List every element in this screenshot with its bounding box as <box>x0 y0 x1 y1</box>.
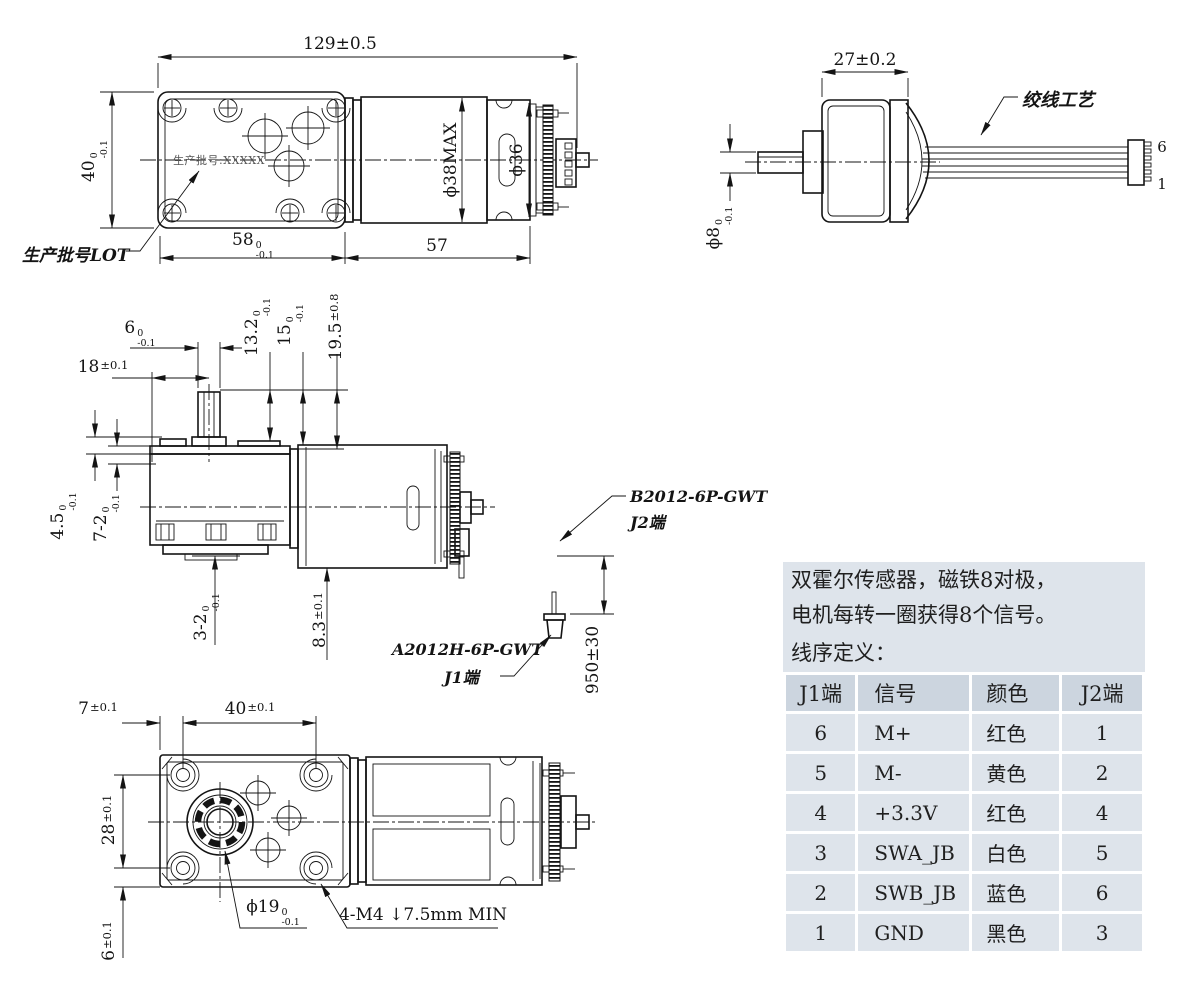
cell: 黑色 <box>972 914 1060 951</box>
etched-batch-text: 生产批号:XXXXX <box>173 154 265 167</box>
motor-face <box>349 756 590 886</box>
j1-end-label: J1端 <box>444 668 479 687</box>
screw-holes <box>157 98 351 223</box>
twist-process-label: 绞线工艺 <box>1022 90 1094 111</box>
view-side <box>86 342 626 677</box>
thread-spec-note: 4-M4 ↓7.5mm MIN <box>338 905 508 925</box>
table-header-row: J1端 信号 颜色 J2端 <box>786 675 1142 711</box>
dim-motor-length: 57 <box>426 236 448 256</box>
sensor-note-line2: 电机每转一圈获得8个信号。 <box>791 603 1057 627</box>
dim-hole-span-v: 28±0.1 <box>99 794 119 846</box>
j1-part-label: A2012H-6P-GWT <box>392 640 544 659</box>
dims-view1 <box>100 54 578 264</box>
cell: 3 <box>1062 914 1142 951</box>
cell: GND <box>858 914 970 951</box>
j2-connector <box>454 528 470 579</box>
dims-view2 <box>720 69 1018 201</box>
view-rear-cable <box>720 69 1152 223</box>
cell: 5 <box>786 754 856 791</box>
cell: 3 <box>786 834 856 871</box>
cable-connector <box>1127 139 1152 186</box>
wire-bundle <box>922 146 1128 179</box>
cell: 1 <box>1062 714 1142 751</box>
cell: 红色 <box>972 714 1060 751</box>
cell: M+ <box>858 714 970 751</box>
cell: M- <box>858 754 970 791</box>
cell: 2 <box>1062 754 1142 791</box>
wiring-info-panel: 双霍尔传感器，磁铁8对极， 电机每转一圈获得8个信号。 线序定义： J1端 信号… <box>783 562 1145 954</box>
cell: 白色 <box>972 834 1060 871</box>
cell: 4 <box>1062 794 1142 831</box>
j2-part-label: B2012-6P-GWT <box>630 487 768 506</box>
dim-motor-diameter: ϕ38MAX <box>441 122 461 198</box>
dim-motor-drop: 8.3±0.1 <box>310 592 330 648</box>
cell: 2 <box>786 874 856 911</box>
col-header-color: 颜色 <box>972 675 1060 711</box>
dim-cap-diameter: ϕ36 <box>507 143 527 177</box>
output-bearing <box>186 782 254 902</box>
dim-edge-offset: 7±0.1 <box>78 699 118 719</box>
col-header-j1: J1端 <box>786 675 856 711</box>
cell: 4 <box>786 794 856 831</box>
cell: 黄色 <box>972 754 1060 791</box>
cell: 6 <box>1062 874 1142 911</box>
dims-view4 <box>114 716 498 958</box>
col-header-signal: 信号 <box>858 675 970 711</box>
view-face <box>114 716 598 958</box>
wire-order-subtitle: 线序定义： <box>791 641 896 665</box>
j2-end-label: J2端 <box>630 513 665 532</box>
cell: +3.3V <box>858 794 970 831</box>
face-screws <box>166 758 333 885</box>
pin-number-bottom: 1 <box>1157 175 1167 193</box>
dim-shaft-offset: 18±0.1 <box>77 357 129 377</box>
dim-edge-offset-v: 6±0.1 <box>99 921 119 961</box>
mount-holes <box>242 106 330 187</box>
sensor-note-line1: 双霍尔传感器，磁铁8对极， <box>791 568 1057 592</box>
view-top-plan <box>100 54 598 264</box>
dim-wire-length: 950±30 <box>583 625 603 695</box>
col-header-j2: J2端 <box>1062 675 1142 711</box>
pin-number-top: 6 <box>1157 138 1167 156</box>
cell: 6 <box>786 714 856 751</box>
lot-label: 生产批号LOT <box>22 246 130 266</box>
cell: SWB_JB <box>858 874 970 911</box>
motor-top <box>344 96 590 224</box>
cell: 1 <box>786 914 856 951</box>
dim-height-3: 19.5±0.8 <box>326 293 346 361</box>
face-holes <box>240 775 307 868</box>
cell: 5 <box>1062 834 1142 871</box>
cell: 蓝色 <box>972 874 1060 911</box>
dim-rear-width: 27±0.2 <box>833 50 897 70</box>
dims-view3 <box>86 342 626 677</box>
cell: 红色 <box>972 794 1060 831</box>
j1-connector <box>543 591 566 639</box>
dim-overall-length: 129±0.5 <box>303 34 377 54</box>
dim-hole-span-h: 40±0.1 <box>224 699 276 719</box>
cell: SWA_JB <box>858 834 970 871</box>
